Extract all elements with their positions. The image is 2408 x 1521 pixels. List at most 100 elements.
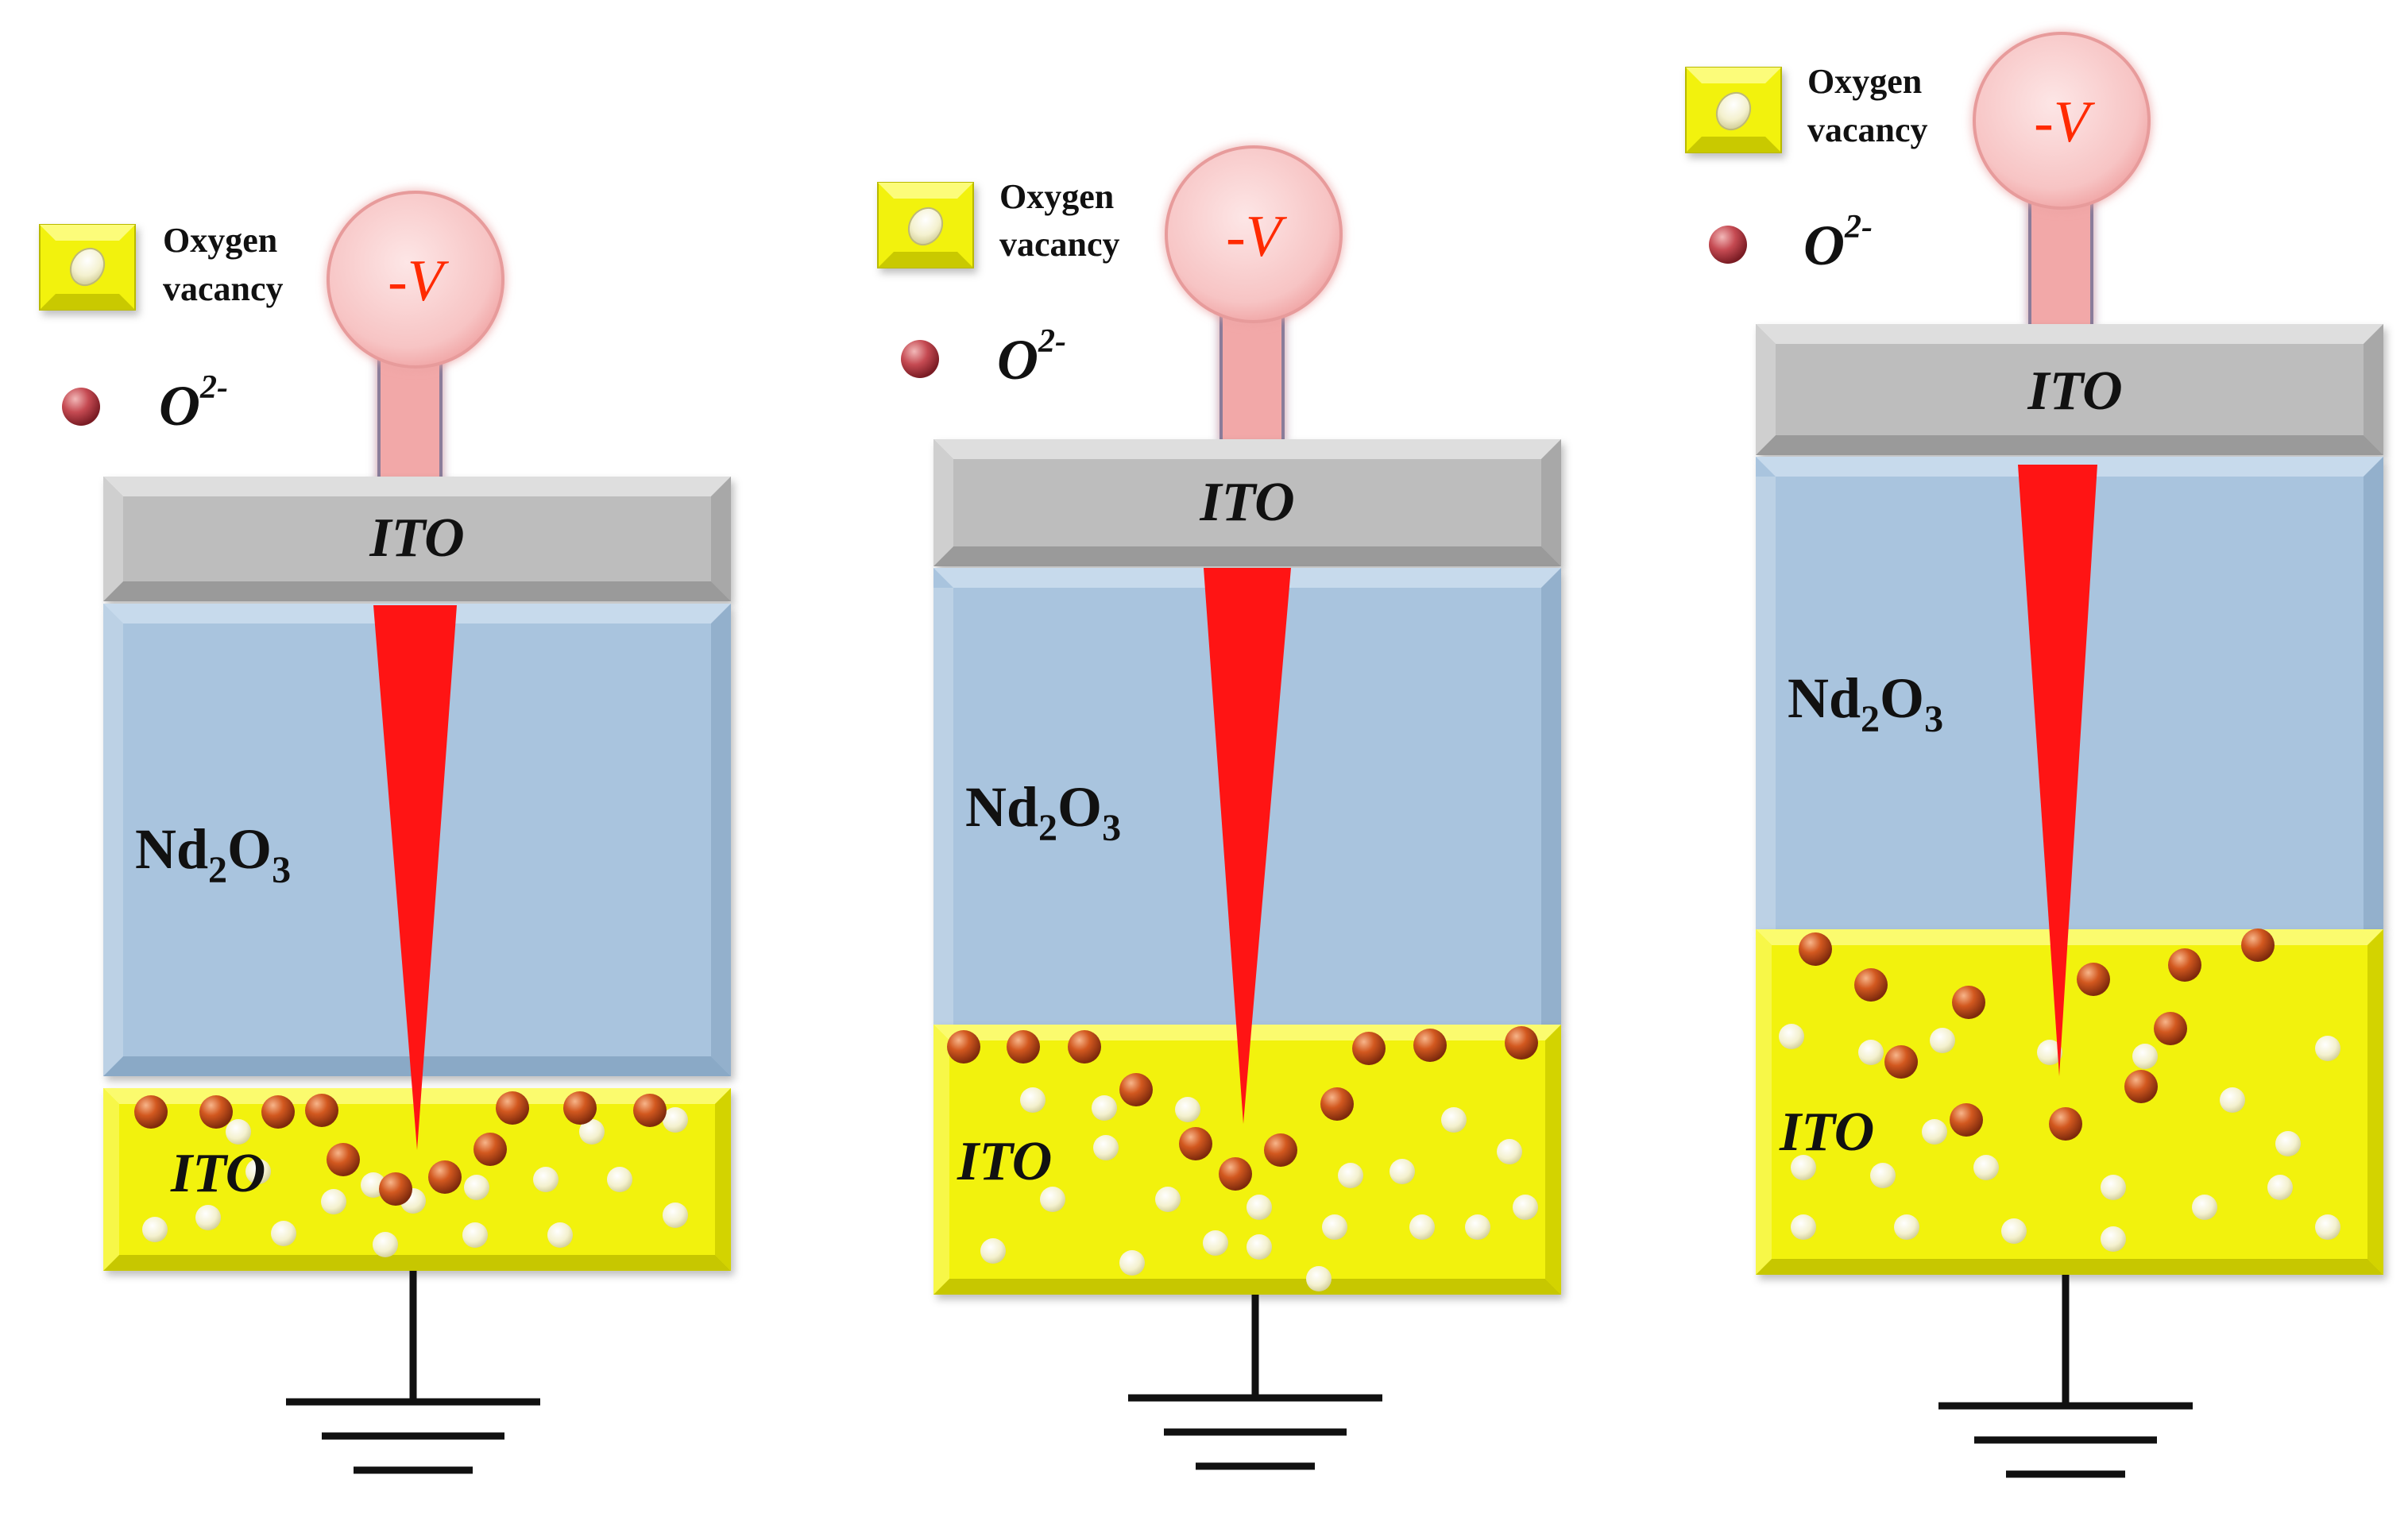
oxygen-ion <box>1413 1029 1447 1062</box>
vacancy <box>1040 1187 1065 1212</box>
oxygen-ion <box>2049 1107 2082 1141</box>
vacancy <box>1092 1095 1117 1121</box>
vacancy <box>1465 1214 1490 1240</box>
vacancy <box>1930 1028 1955 1053</box>
ion-group <box>134 1091 667 1206</box>
legend-vacancy: Oxygen vacancy <box>39 221 284 311</box>
vacancy <box>533 1167 559 1192</box>
legend-vacancy-label-1: Oxygen <box>1807 62 1922 101</box>
legend-vacancy-label-2: vacancy <box>1807 110 1928 149</box>
vacancy <box>2037 1040 2062 1065</box>
vacancy <box>2315 1036 2340 1061</box>
oxygen-ion <box>1854 968 1888 1002</box>
vacancy <box>1858 1040 1884 1065</box>
vacancy <box>579 1119 605 1145</box>
oxygen-ion <box>633 1094 667 1127</box>
bottom-electrode: ITO <box>103 1088 731 1271</box>
oxygen-ion <box>1320 1087 1354 1121</box>
conductive-filament <box>2018 465 2097 1076</box>
vacancy <box>271 1221 296 1246</box>
ground-symbol <box>286 1271 540 1474</box>
ground-symbol <box>1938 1275 2193 1478</box>
vacancy <box>1870 1163 1896 1188</box>
vacancy <box>1247 1195 1272 1220</box>
vacancy <box>1441 1107 1467 1133</box>
vacancy <box>1247 1234 1272 1260</box>
conductive-filament <box>1204 568 1291 1124</box>
vacancy <box>1020 1087 1046 1113</box>
ion-group <box>1799 928 2275 1141</box>
panel-3: Oxygen vacancy O2- -V ITO Nd2O3 <box>1685 32 2383 1478</box>
top-electrode-label: ITO <box>2027 361 2122 422</box>
legend-vacancy-label-1: Oxygen <box>163 221 277 260</box>
panel-2: Oxygen vacancy O2- -V ITO Nd2O3 <box>877 145 1561 1470</box>
oxygen-ion <box>473 1133 507 1166</box>
legend-vacancy-label-2: vacancy <box>163 269 284 308</box>
oxygen-ion <box>1068 1030 1101 1064</box>
vacancy <box>2132 1044 2158 1069</box>
top-electrode-label: ITO <box>369 508 464 569</box>
bottom-electrode-label: ITO <box>1779 1102 1874 1163</box>
vacancy <box>373 1232 398 1257</box>
oxygen-ion-icon <box>62 388 100 426</box>
legend-oxygen-ion: O2- <box>62 369 228 438</box>
oxygen-ion <box>1799 932 1832 966</box>
vacancy <box>2001 1218 2027 1244</box>
top-electrode: ITO <box>1756 324 2383 455</box>
oxygen-ion <box>1352 1032 1386 1065</box>
vacancy-icon <box>907 207 944 246</box>
voltage-label: -V <box>388 249 450 314</box>
vacancy-icon <box>1715 91 1752 131</box>
vacancy <box>2315 1214 2340 1240</box>
vacancy <box>2101 1226 2126 1252</box>
ground-symbol <box>1128 1295 1382 1470</box>
oxygen-ion <box>134 1095 168 1129</box>
vacancy <box>1497 1139 1522 1164</box>
vacancy <box>1322 1214 1347 1240</box>
oxygen-ion-icon <box>1709 226 1747 264</box>
conductive-filament <box>373 605 457 1150</box>
oxygen-ion <box>2077 963 2110 996</box>
legend-vacancy-label-2: vacancy <box>999 225 1120 264</box>
switching-layer-label: Nd2O3 <box>1788 666 1943 740</box>
oxygen-ion <box>1219 1157 1252 1191</box>
vacancy <box>1175 1097 1200 1122</box>
vacancy <box>1119 1250 1145 1276</box>
legend-ion-label: O2- <box>1803 209 1873 277</box>
oxygen-ion <box>1264 1133 1297 1167</box>
oxygen-ion <box>2241 928 2275 962</box>
vacancy <box>1338 1163 1363 1188</box>
vacancy <box>321 1189 346 1214</box>
vacancy-group <box>980 1087 1538 1291</box>
vacancy <box>1306 1266 1332 1291</box>
oxygen-ion <box>1179 1127 1212 1160</box>
top-electrode-label: ITO <box>1199 472 1294 533</box>
vacancy <box>1155 1187 1181 1212</box>
vacancy <box>2101 1175 2126 1200</box>
vacancy <box>142 1217 168 1242</box>
voltage-label: -V <box>2034 90 2096 155</box>
legend-oxygen-ion: O2- <box>1709 209 1873 277</box>
bottom-electrode-label: ITO <box>957 1131 1052 1192</box>
vacancy <box>2220 1087 2245 1113</box>
top-electrode: ITO <box>933 439 1561 566</box>
oxygen-ion <box>261 1095 295 1129</box>
vacancy <box>1791 1214 1816 1240</box>
vacancy <box>464 1175 489 1200</box>
legend-vacancy-label-1: Oxygen <box>999 177 1114 216</box>
legend-ion-label: O2- <box>997 323 1066 392</box>
oxygen-ion <box>947 1030 980 1064</box>
oxygen-ion <box>1950 1103 1983 1137</box>
bottom-electrode-label: ITO <box>170 1143 265 1204</box>
oxygen-ion <box>2154 1012 2187 1045</box>
bottom-electrode: ITO <box>1756 928 2383 1275</box>
vacancy-group <box>1779 1024 2340 1252</box>
oxygen-ion <box>327 1143 360 1176</box>
ion-group <box>947 1026 1538 1191</box>
voltage-source: -V <box>327 191 504 486</box>
vacancy <box>2192 1195 2217 1220</box>
voltage-label: -V <box>1226 204 1288 269</box>
oxygen-ion <box>563 1091 597 1125</box>
switching-layer-label: Nd2O3 <box>965 775 1121 849</box>
